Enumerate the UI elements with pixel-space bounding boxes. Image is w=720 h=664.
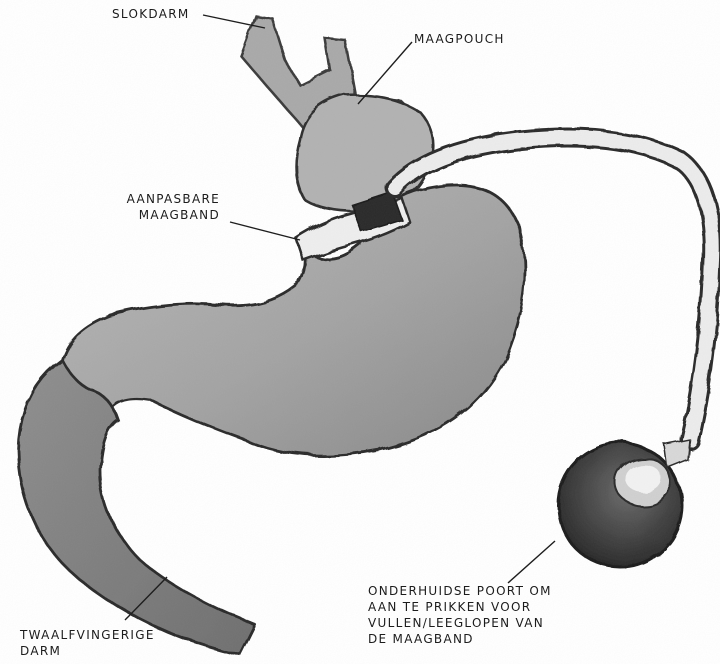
label-onderhuidse-poort: ONDERHUIDSE POORT OM AAN TE PRIKKEN VOOR…	[368, 583, 552, 647]
label-twaalfvingerige-darm: TWAALFVINGERIGE DARM	[20, 627, 155, 659]
label-slokdarm: SLOKDARM	[112, 6, 190, 22]
label-maagband: AANPASBARE MAAGBAND	[86, 191, 220, 223]
label-maagpouch: MAAGPOUCH	[414, 31, 505, 47]
